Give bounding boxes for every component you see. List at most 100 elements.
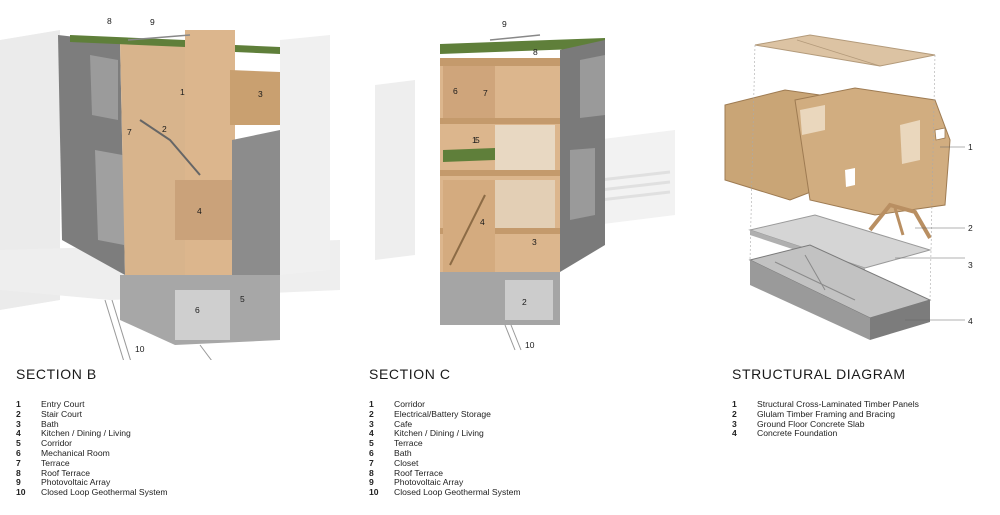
- legend-number: 4: [369, 428, 374, 439]
- legend-number: 1: [732, 399, 737, 409]
- legend-label: Kitchen / Dining / Living: [394, 428, 484, 439]
- legend-number: 1: [369, 399, 374, 409]
- roof-panel: [754, 34, 936, 67]
- legend-row: 5 Terrace: [369, 438, 521, 449]
- legend-label: Terrace: [41, 457, 70, 468]
- callout-1: 1: [180, 87, 185, 97]
- legend-label: Cafe: [394, 418, 413, 429]
- legend-label: Terrace: [394, 438, 423, 449]
- kitchen-room: [175, 180, 232, 240]
- legend-number: 3: [732, 418, 737, 429]
- legend-number: 3: [16, 418, 21, 429]
- stair: [139, 119, 201, 176]
- green-roof: [235, 45, 280, 54]
- legend-label: Ground Floor Concrete Slab: [757, 418, 865, 429]
- legend-number: 2: [369, 408, 374, 419]
- legend-label: Kitchen / Dining / Living: [41, 428, 131, 439]
- mechanical-room: [175, 290, 230, 340]
- legend-number: 9: [369, 477, 374, 488]
- context-stair: [599, 170, 671, 182]
- clt-window: [845, 168, 855, 187]
- callout-6: 6: [195, 305, 200, 315]
- legend-number: 6: [369, 447, 374, 458]
- cladding-wall: [232, 130, 280, 275]
- legend-number: 2: [732, 408, 737, 419]
- legend-number: 7: [369, 457, 374, 468]
- structural-drawing: 1 2 3 4: [724, 34, 973, 340]
- geothermal-line: [104, 299, 124, 360]
- green-roof: [70, 35, 185, 47]
- legend-row: 4 Kitchen / Dining / Living: [369, 429, 521, 439]
- clt-window: [934, 127, 946, 141]
- callout-3: 3: [968, 260, 973, 270]
- legend-number: 1: [16, 399, 21, 409]
- legend-number: 2: [16, 408, 21, 419]
- callout-5: 5: [240, 294, 245, 304]
- window-box: [570, 148, 595, 220]
- kitchen-room: [495, 180, 555, 228]
- context-building: [375, 80, 415, 260]
- callout-3: 3: [532, 237, 537, 247]
- legend-row: 3 Cafe: [369, 418, 521, 430]
- legend-label: Corridor: [41, 438, 73, 449]
- legend-number: 9: [16, 477, 21, 488]
- legend-number: 4: [16, 428, 21, 439]
- context-stair: [599, 190, 671, 202]
- foundation-wall: [870, 300, 930, 340]
- geothermal-line: [111, 299, 131, 360]
- legend-label: Roof Terrace: [41, 467, 91, 478]
- window-box: [580, 55, 605, 118]
- legend-label: Corridor: [394, 399, 426, 409]
- callout-2: 2: [522, 297, 527, 307]
- legend-number: 7: [16, 457, 21, 468]
- callout-10: 10: [135, 344, 145, 354]
- callout-1: 1: [472, 135, 477, 145]
- legend-label: Closed Loop Geothermal System: [394, 487, 521, 498]
- roof-terrace: [440, 38, 605, 54]
- section-c-title: SECTION C: [369, 366, 451, 382]
- window-box: [90, 55, 118, 120]
- foundation-grid: [774, 261, 856, 301]
- legend-row: 3 Bath: [16, 418, 168, 430]
- callout-4: 4: [968, 316, 973, 326]
- legend-label: Mechanical Room: [41, 447, 110, 458]
- section-c-drawing: 1 2 3 4 5 6 7 8 9 10: [375, 19, 675, 351]
- foundation-wall: [750, 260, 870, 340]
- photovoltaic-array: [489, 34, 541, 41]
- panel-joint: [796, 39, 881, 67]
- legend-label: Bath: [41, 418, 59, 429]
- legend-number: 10: [16, 487, 26, 498]
- legend-row: 3 Ground Floor Concrete Slab: [732, 418, 919, 430]
- battery-room: [505, 280, 553, 320]
- geothermal-line: [510, 324, 522, 351]
- legend-label: Closed Loop Geothermal System: [41, 487, 168, 498]
- legend-label: Concrete Foundation: [757, 428, 838, 439]
- callout-8: 8: [107, 16, 112, 26]
- callout-1: 1: [968, 142, 973, 152]
- structural-title: STRUCTURAL DIAGRAM: [732, 366, 906, 382]
- context-building: [280, 35, 330, 275]
- clt-panel: [794, 87, 951, 216]
- legend-row: 7 Terrace: [16, 457, 168, 469]
- legend-number: 8: [16, 467, 21, 478]
- legend-number: 5: [369, 438, 374, 449]
- legend-number: 3: [369, 418, 374, 429]
- legend-label: Closet: [394, 457, 419, 468]
- clt-opening: [800, 105, 825, 135]
- callout-7: 7: [127, 127, 132, 137]
- callout-5: 5: [475, 135, 480, 145]
